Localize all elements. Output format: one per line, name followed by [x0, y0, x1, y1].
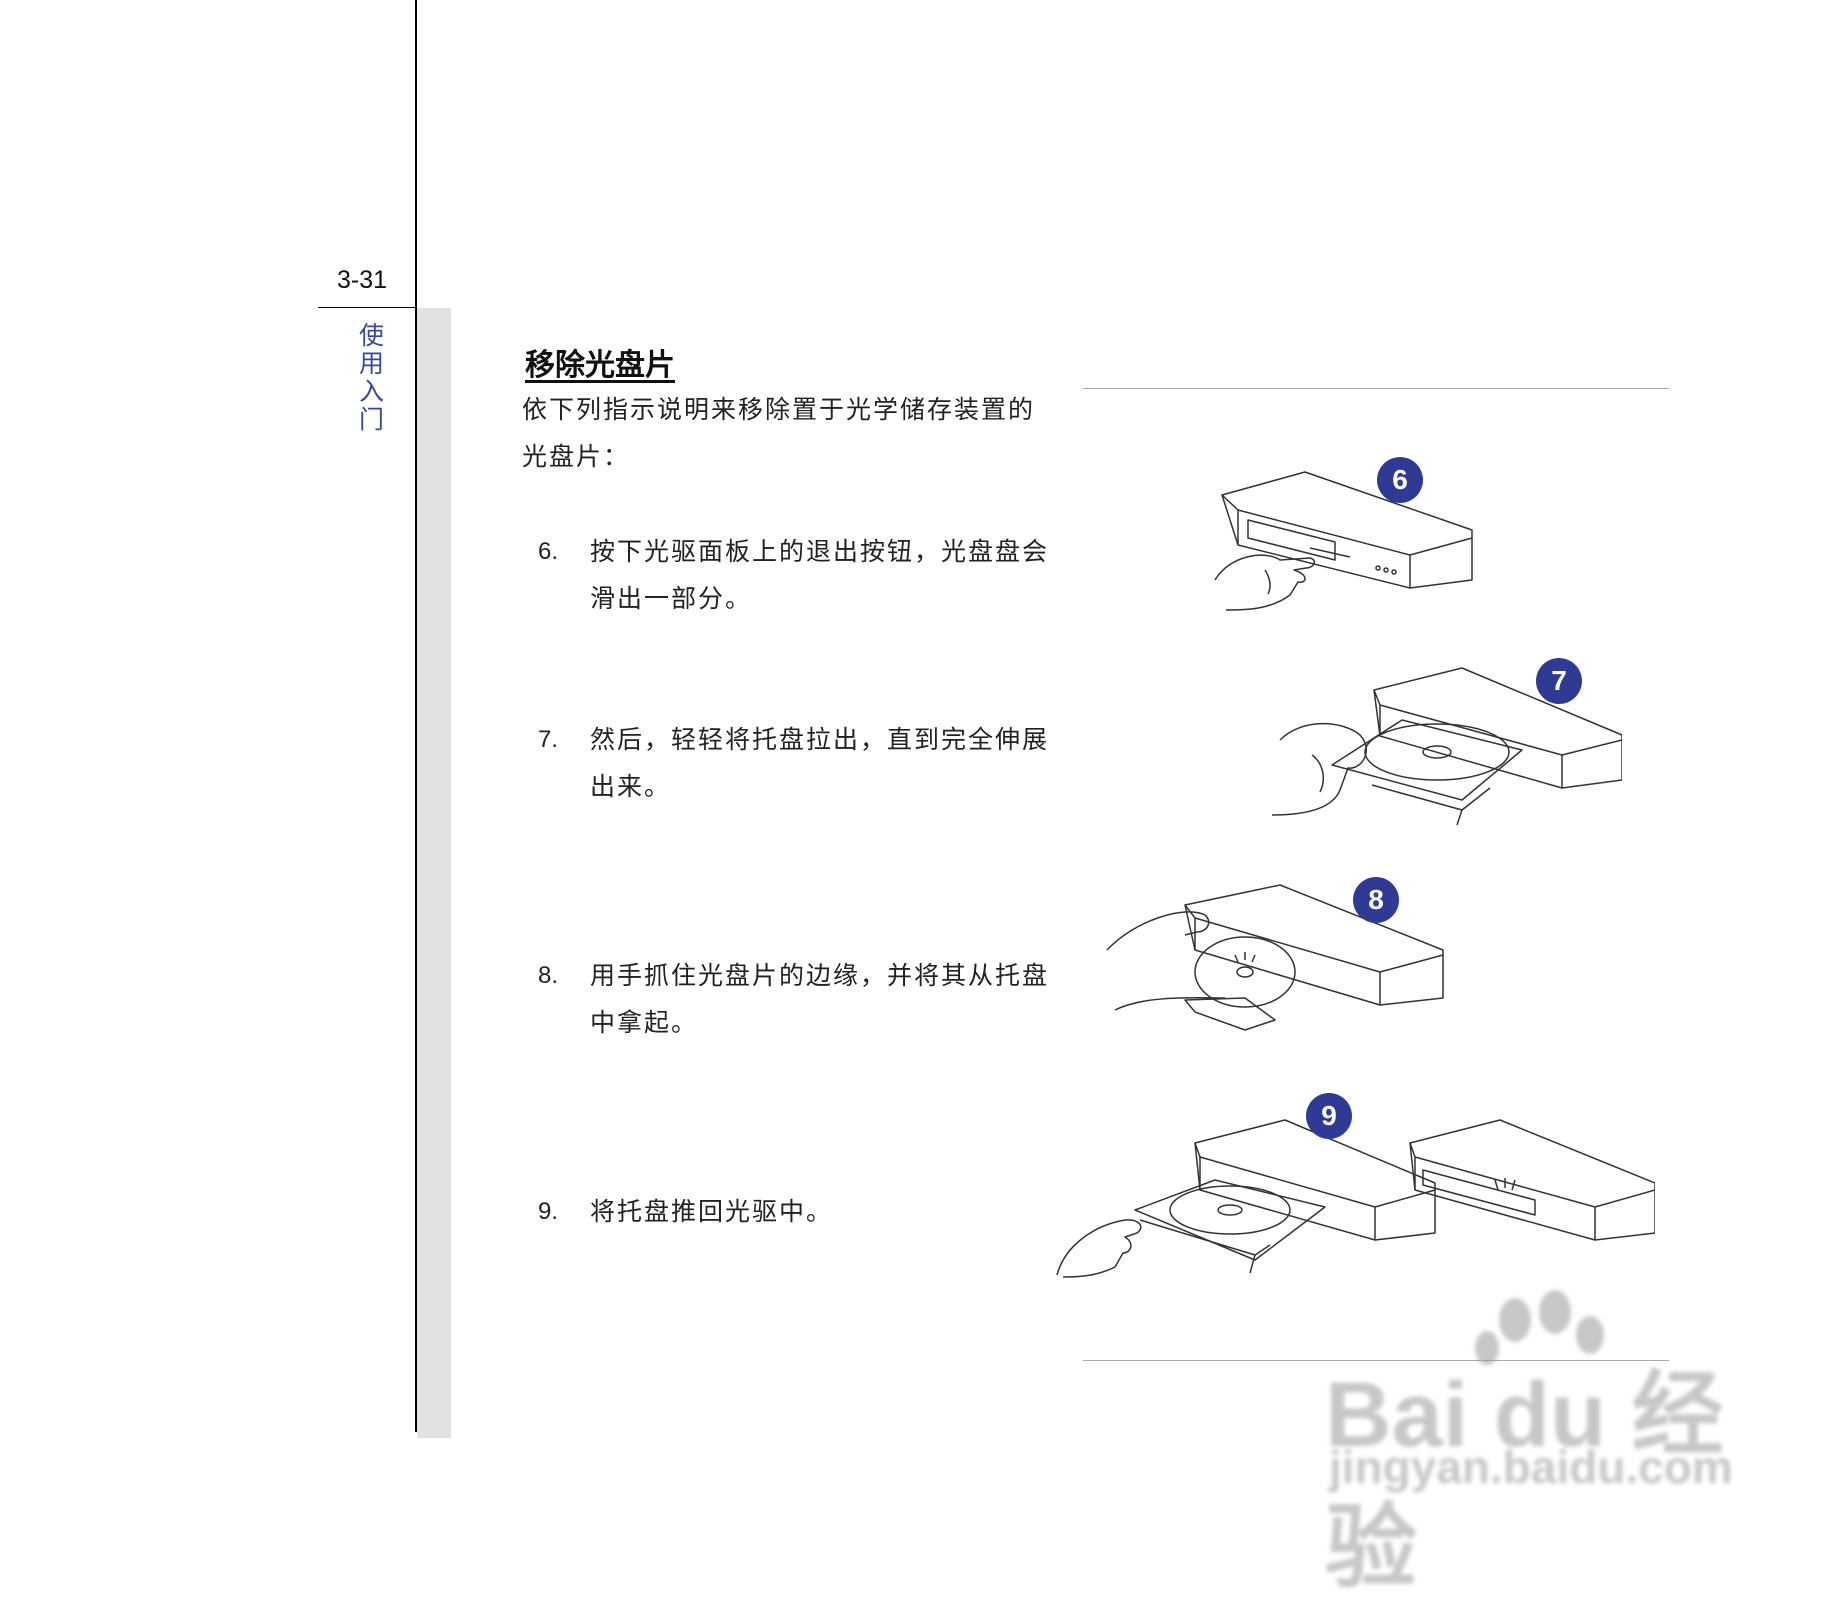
step-text: 然后，轻轻将托盘拉出，直到完全伸展出来。: [590, 725, 1050, 801]
baidu-watermark: Bai du 经验 jingyan.baidu.com: [1325, 1290, 1765, 1599]
intro-paragraph: 依下列指示说明来移除置于光学储存装置的光盘片：: [522, 395, 1036, 471]
step-number: 8.: [538, 962, 559, 989]
step-text: 将托盘推回光驱中。: [590, 1197, 834, 1226]
step-number: 6.: [538, 538, 559, 565]
page-number: 3-31: [337, 266, 388, 294]
step-item: 7. 然后，轻轻将托盘拉出，直到完全伸展出来。: [538, 716, 1058, 816]
step-item: 8. 用手抓住光盘片的边缘，并将其从托盘中拿起。: [538, 952, 1058, 1052]
section-title: 移除光盘片: [525, 348, 675, 383]
step-badge: 9: [1306, 1093, 1352, 1139]
step-badge: 7: [1536, 658, 1582, 704]
chapter-label: 使用入门: [359, 321, 385, 434]
laptop-close-tray-illustration: [1056, 1119, 1655, 1278]
step-text: 用手抓住光盘片的边缘，并将其从托盘中拿起。: [590, 961, 1050, 1037]
figure-top-rule: [1083, 388, 1669, 389]
laptop-pull-tray-illustration: [1271, 667, 1622, 826]
watermark-url: jingyan.baidu.com: [1329, 1441, 1733, 1493]
figure-bottom-rule: [1083, 1360, 1669, 1361]
step-badge: 6: [1377, 457, 1423, 503]
step-badge: 8: [1353, 877, 1399, 923]
chapter-side-band: [417, 308, 451, 1438]
step-item: 6. 按下光驱面板上的退出按钮，光盘盘会滑出一部分。: [538, 528, 1058, 628]
step-number: 7.: [538, 726, 559, 753]
paw-icon: [1475, 1290, 1604, 1365]
laptop-eject-button-illustration: [1214, 471, 1473, 611]
page-number-rule: [318, 307, 416, 308]
step-number: 9.: [538, 1198, 559, 1225]
margin-rule-vertical: [415, 0, 417, 1432]
laptop-remove-disc-illustration: [1106, 884, 1444, 1031]
step-item: 9. 将托盘推回光驱中。: [538, 1188, 1058, 1288]
step-text: 按下光驱面板上的退出按钮，光盘盘会滑出一部分。: [590, 537, 1050, 613]
